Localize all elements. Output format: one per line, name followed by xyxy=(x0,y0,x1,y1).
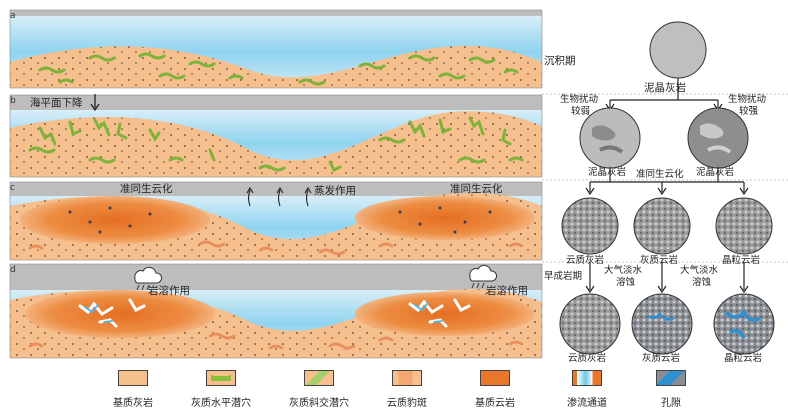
label-meteoric-2a: 大气淡水 xyxy=(680,265,719,276)
label-circle-d2: 灰质云岩 xyxy=(642,353,681,364)
label-meteoric-2b: 溶蚀 xyxy=(692,277,712,288)
panel-c xyxy=(10,182,542,260)
label-circle-d3: 晶粒云岩 xyxy=(724,353,763,364)
annotation-dolomitization-right: 准同生云化 xyxy=(450,183,503,195)
panel-tag-d: d xyxy=(10,265,16,275)
legend-label: 云质豹斑 xyxy=(387,398,427,409)
legend-swatch xyxy=(304,370,334,386)
legend-swatch xyxy=(572,370,602,386)
label-early-diagenesis: 早成岩期 xyxy=(544,271,583,282)
circle-c2 xyxy=(633,197,691,255)
label-meteoric-1b: 溶蚀 xyxy=(616,277,636,288)
legend-label: 灰质斜交潜穴 xyxy=(289,398,349,409)
legend-item: 基质灰岩 xyxy=(98,370,168,409)
phase-label-deposition: 沉积期 xyxy=(544,55,576,67)
circle-d1 xyxy=(559,293,621,355)
legend-item: 渗流通道 xyxy=(552,370,622,409)
label-meteoric-1a: 大气淡水 xyxy=(604,265,643,276)
legend-item: 云质豹斑 xyxy=(372,370,442,409)
label-bio-weak-2: 较弱 xyxy=(571,106,591,117)
legend-swatch xyxy=(480,370,510,386)
panel-d xyxy=(10,264,542,358)
annotation-karst-left: 岩溶作用 xyxy=(148,285,190,297)
legend-label: 基质灰岩 xyxy=(113,398,153,409)
label-circle-d1: 云质灰岩 xyxy=(568,353,607,364)
circle-bio-weak xyxy=(579,107,641,169)
label-circle-b-left: 泥晶灰岩 xyxy=(588,167,627,178)
panel-tag-b: b xyxy=(10,96,16,106)
label-circle-c2: 灰质云岩 xyxy=(640,255,679,266)
flow-lines xyxy=(585,78,749,294)
panel-tag-c: c xyxy=(10,183,15,193)
annotation-karst-right: 岩溶作用 xyxy=(486,285,528,297)
evaporation-arrows xyxy=(246,186,312,207)
label-top-circle: 泥晶灰岩 xyxy=(644,82,686,94)
legend-item: 灰质水平潜穴 xyxy=(186,370,256,409)
rain-cloud-icon xyxy=(134,266,163,291)
label-bio-strong-1: 生物扰动 xyxy=(728,94,767,105)
annotation-sea-level-fall: 海平面下降 xyxy=(30,97,83,109)
legend-label: 渗流通道 xyxy=(567,398,607,409)
legend-label: 灰质水平潜穴 xyxy=(191,398,251,409)
legend-item: 孔隙 xyxy=(636,370,706,409)
circle-d3 xyxy=(713,293,775,355)
circle-micritic-limestone xyxy=(649,21,707,79)
panel-a xyxy=(10,10,542,88)
panel-b xyxy=(10,95,542,177)
legend-swatch xyxy=(118,370,148,386)
annotation-evaporation: 蒸发作用 xyxy=(314,185,356,197)
circle-c1 xyxy=(561,197,619,255)
label-circle-c3: 晶粒云岩 xyxy=(722,255,761,266)
label-bio-weak-1: 生物扰动 xyxy=(560,94,599,105)
circle-c3 xyxy=(715,197,773,255)
legend-swatch xyxy=(656,370,686,386)
circle-d2 xyxy=(631,293,693,355)
legend-label: 基质云岩 xyxy=(475,398,515,409)
legend-item: 基质云岩 xyxy=(460,370,530,409)
circle-bio-strong xyxy=(687,107,749,169)
legend-item: 灰质斜交潜穴 xyxy=(284,370,354,409)
label-bio-strong-2: 较强 xyxy=(739,106,759,117)
panel-tag-a: a xyxy=(10,11,16,21)
label-circle-b-right: 泥晶灰岩 xyxy=(696,167,735,178)
annotation-dolomitization-left: 准同生云化 xyxy=(120,183,173,195)
label-penecontemporaneous: 准同生云化 xyxy=(636,169,684,180)
legend-label: 孔隙 xyxy=(661,398,681,409)
label-circle-c1: 云质灰岩 xyxy=(566,255,605,266)
legend-swatch xyxy=(206,370,236,386)
legend-swatch xyxy=(392,370,422,386)
legend: 基质灰岩 灰质水平潜穴 灰质斜交潜穴 云质豹斑 基质云岩 渗流通道 孔隙 xyxy=(0,370,788,416)
rain-cloud-icon xyxy=(469,264,498,289)
